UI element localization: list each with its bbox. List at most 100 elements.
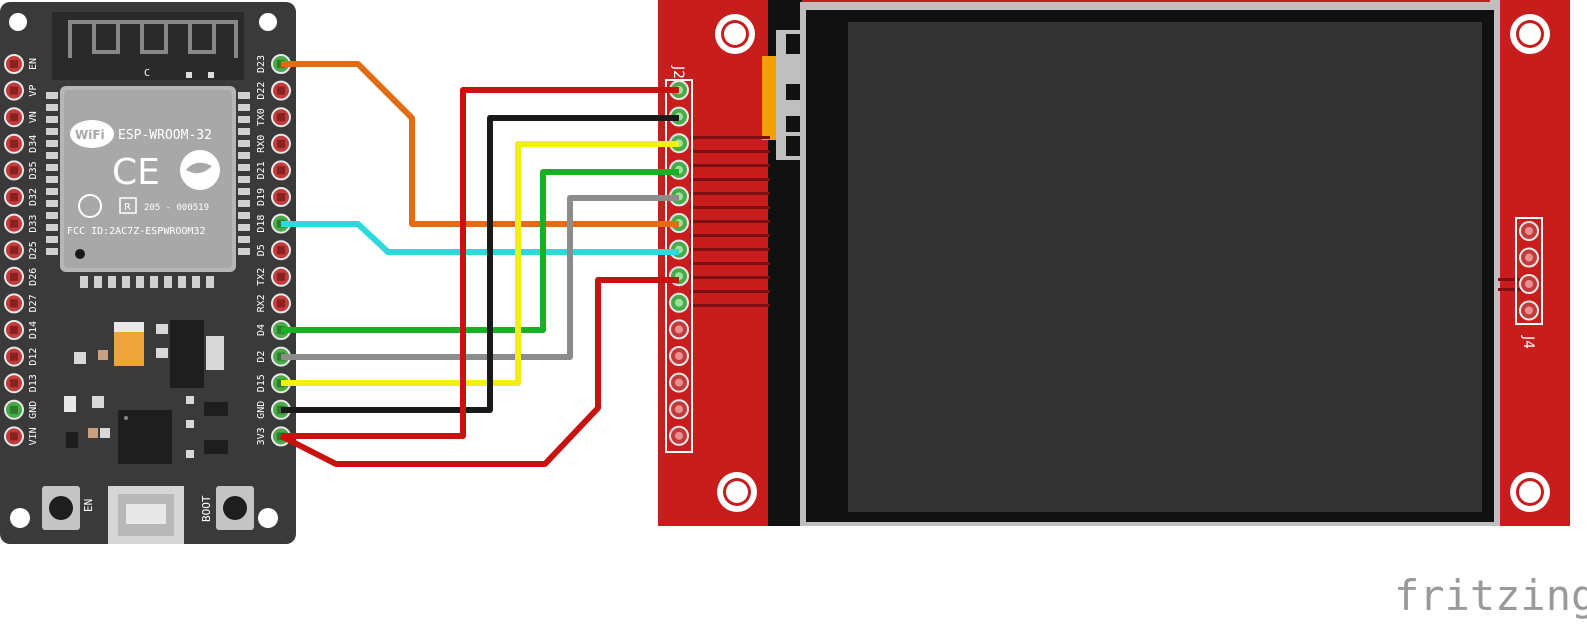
right-pin-label: D5 — [256, 244, 267, 256]
voltage-regulator — [170, 320, 204, 388]
mount-hole — [9, 13, 27, 31]
header-label-j4: J4 — [1520, 335, 1536, 349]
wires — [279, 61, 679, 467]
esp32-left-pin-hole — [10, 272, 18, 281]
silk-c: C — [144, 68, 150, 79]
left-pin-label: VIN — [28, 427, 39, 445]
pcb-traces — [690, 136, 1526, 307]
right-pin-label: 3V3 — [256, 427, 267, 445]
esp32-left-pin-hole — [10, 405, 18, 414]
esp32-left-pin-hole — [10, 326, 18, 334]
left-pin-label: VN — [28, 111, 39, 123]
esp32-right-pin-hole — [277, 246, 285, 255]
ce-mark: CE — [112, 152, 160, 193]
j4-header-pin-hole — [1525, 227, 1533, 235]
esp32-left-pin-hole — [10, 352, 18, 361]
esp32-left-pin-hole — [10, 193, 18, 201]
wire-d4-green — [281, 169, 679, 333]
right-pin-label: D22 — [256, 82, 267, 100]
left-pin-label: D34 — [28, 135, 39, 153]
module-pads — [46, 92, 250, 288]
right-pin-label: TX0 — [256, 108, 267, 126]
esp32-left-pin-hole — [10, 299, 18, 308]
left-pin-label: VP — [28, 85, 39, 97]
antenna-trace — [68, 20, 238, 58]
esp32-left-pin-hole — [10, 166, 18, 175]
j2-header-pin-hole — [675, 352, 683, 360]
esp32-board: C WiFi ESP-WROOM-32 CE R 205 - 000519 FC… — [0, 2, 296, 544]
wifi-logo-icon — [70, 120, 114, 148]
wire-d15-yellow — [281, 141, 679, 386]
wire-3v3-red-2 — [279, 277, 679, 467]
fritzing-watermark: fritzing — [1394, 571, 1587, 620]
right-pin-label: D23 — [256, 55, 267, 73]
mount-hole — [258, 508, 278, 528]
right-pin-label: D21 — [256, 161, 267, 179]
j4-header-outline — [1515, 217, 1543, 325]
wire-d23-orange — [281, 61, 679, 227]
flex-connector — [762, 56, 776, 140]
esp32-right-pin-hole — [277, 86, 285, 95]
wire-gnd-black — [281, 115, 679, 413]
right-pin-label: RX2 — [256, 294, 267, 312]
en-button[interactable] — [42, 486, 80, 530]
esp32-right-pin-hole — [277, 139, 285, 148]
esp32-right-pin-hole — [277, 193, 285, 201]
esp32-right-pin-hole — [277, 272, 285, 281]
left-pin-label: D32 — [28, 188, 39, 206]
mount-hole — [10, 508, 30, 528]
esp32-left-pin-hole — [10, 139, 18, 148]
esp32-left-pin-hole — [10, 86, 18, 95]
j2-header-pin-hole — [675, 378, 683, 387]
esp32-left-pin-hole — [10, 219, 18, 228]
right-pin-label: TX2 — [256, 268, 267, 286]
left-pin-label: D33 — [28, 215, 39, 233]
esp32-left-pin-hole — [10, 379, 18, 388]
header-label-j2: J2 — [670, 65, 686, 79]
left-pin-label: D13 — [28, 374, 39, 392]
wire-3v3-red — [281, 87, 679, 439]
tft-display-module: J2 J4 — [658, 0, 1570, 526]
micro-usb-port — [108, 486, 184, 544]
right-pin-label: D18 — [256, 215, 267, 233]
j2-header-pin-hole — [675, 298, 683, 307]
left-pin-label: EN — [28, 58, 39, 70]
left-pin-label: D27 — [28, 294, 39, 312]
right-pin-label: D19 — [256, 188, 267, 206]
left-pin-label: D25 — [28, 241, 39, 259]
left-pin-label: D12 — [28, 348, 39, 366]
esp32-left-pin-hole — [10, 432, 18, 441]
wifi-logo-text: WiFi — [75, 128, 105, 142]
j2-header-pin-hole — [675, 405, 683, 414]
left-pin-label: D26 — [28, 268, 39, 286]
wire-d2-gray — [281, 195, 679, 360]
en-button-label: EN — [82, 499, 95, 512]
esp32-right-pin-hole — [277, 166, 285, 175]
esp32-left-pin-hole — [10, 113, 18, 122]
boot-button-label: BOOT — [200, 495, 213, 522]
right-pin-label: RX0 — [256, 135, 267, 153]
j2-header-pin-hole — [675, 431, 683, 440]
boot-button[interactable] — [216, 486, 254, 530]
right-pin-label: D15 — [256, 374, 267, 392]
telec-mark-icon — [78, 194, 102, 218]
mount-hole — [259, 13, 277, 31]
esp32-left-pin-hole — [10, 246, 18, 255]
left-pin-label: D14 — [28, 321, 39, 339]
j4-header-pin-hole — [1525, 306, 1533, 315]
esp32-left-pin-hole — [10, 60, 18, 68]
right-pin-label: D4 — [256, 324, 267, 336]
right-pin-label: D2 — [256, 351, 267, 363]
right-pin-label: GND — [256, 401, 267, 419]
module-name: ESP-WROOM-32 — [118, 128, 212, 143]
display-screen — [848, 22, 1482, 512]
r-mark: R — [124, 202, 131, 213]
left-pin-label: GND — [28, 401, 39, 419]
esp32-right-pin-hole — [277, 299, 285, 308]
j4-header-pin-hole — [1525, 253, 1533, 262]
esp32-right-pin-hole — [277, 113, 285, 122]
left-pin-label: D35 — [28, 161, 39, 179]
j2-header-pin-hole — [675, 325, 683, 334]
fcc-id: FCC ID:2AC7Z-ESPWROOM32 — [67, 226, 205, 237]
